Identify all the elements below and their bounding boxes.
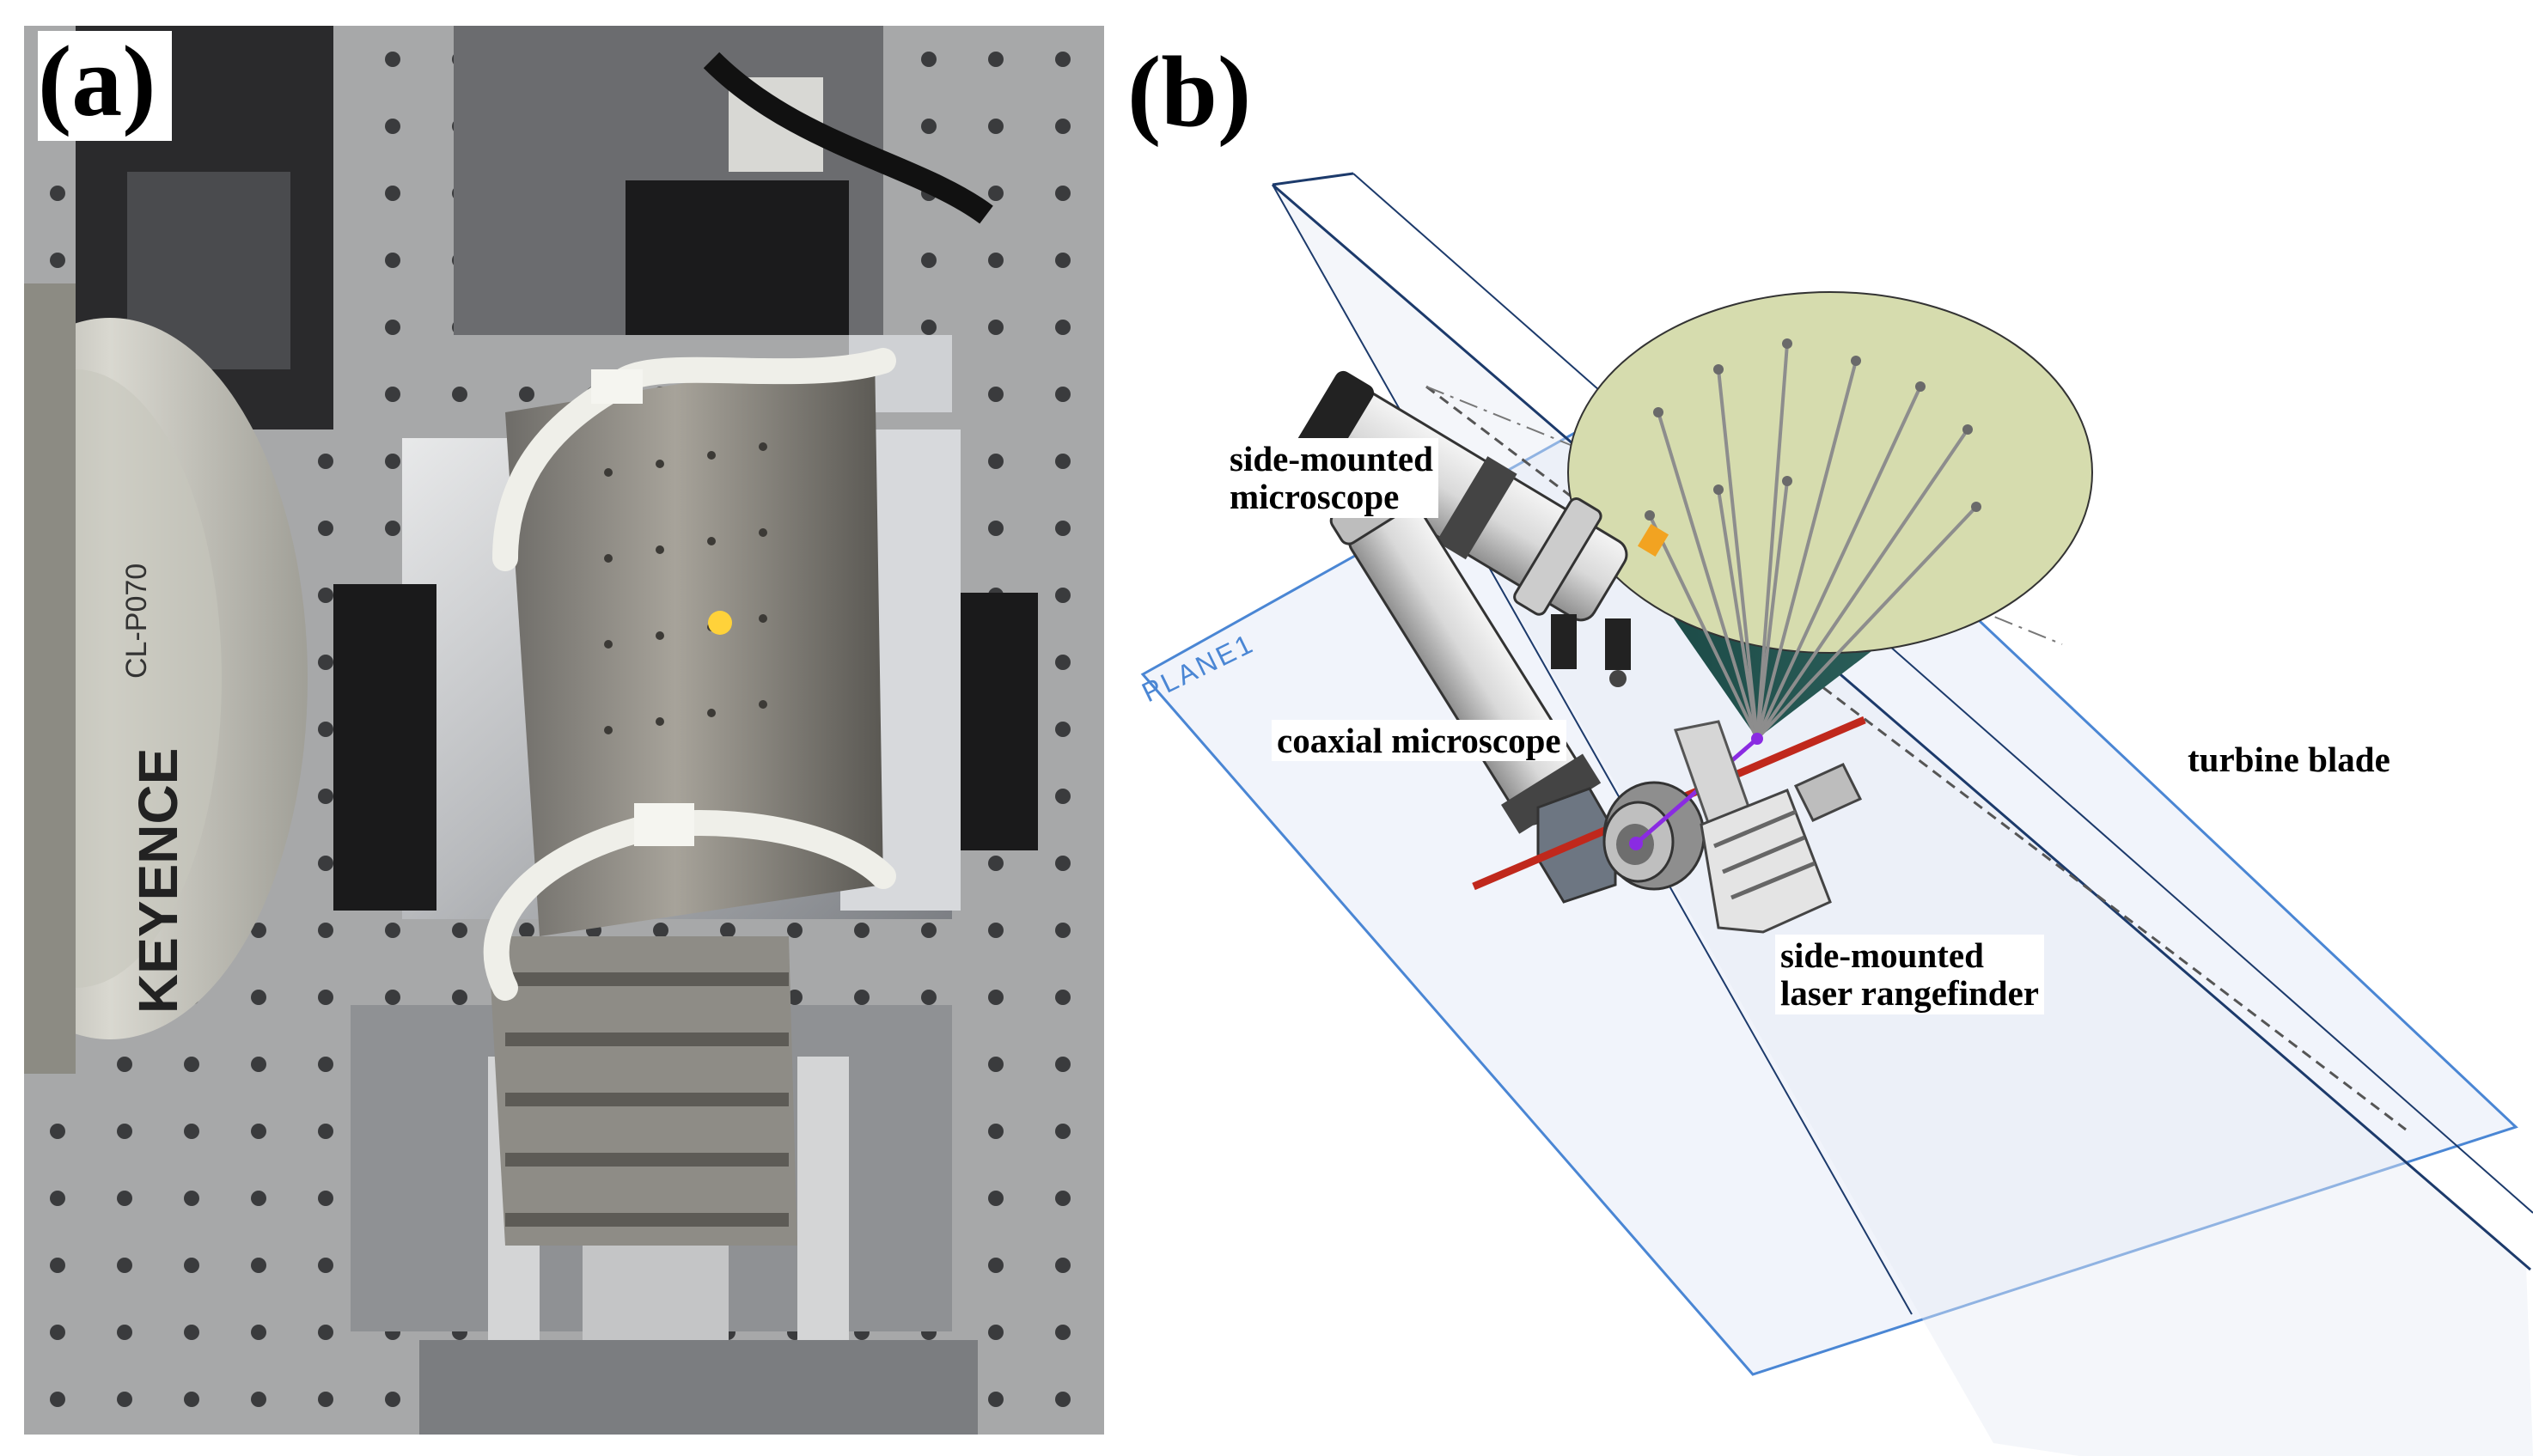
motor-stage-top xyxy=(76,26,993,429)
turbine-blade-model xyxy=(1674,720,1863,934)
cone-top-disk xyxy=(1567,291,2093,654)
sensor-model-text: CL-P070 xyxy=(120,564,153,679)
keyence-brand-text: KEYENCE xyxy=(127,748,189,1014)
callout-turbine-blade: turbine blade xyxy=(2182,739,2396,781)
panel-label-b: (b) xyxy=(1127,35,1252,148)
measurement-schematic: PLANE1 xyxy=(1137,172,2533,1456)
callout-side-rangefinder-line1: side-mounted xyxy=(1780,935,1984,975)
measurement-cone xyxy=(1567,291,2093,740)
turbine-blade-specimen xyxy=(488,352,883,1246)
callout-side-rangefinder: side-mounted laser rangefinder xyxy=(1775,935,2044,1014)
cable-tie-head-top xyxy=(591,369,643,404)
keyence-laser-sensor: KEYENCE CL-P070 xyxy=(24,283,308,1074)
vertical-plane-edge xyxy=(1272,183,2531,1271)
laser-spot xyxy=(708,611,732,635)
vertical-plane-edge-lower xyxy=(1272,184,1913,1315)
cable-tie-head-bottom xyxy=(634,803,694,846)
callout-coaxial-microscope: coaxial microscope xyxy=(1272,720,1566,762)
callout-side-microscope-line1: side-mounted xyxy=(1230,439,1433,478)
side-mounted-microscope xyxy=(1291,370,1669,687)
callout-side-rangefinder-line2: laser rangefinder xyxy=(1780,973,2039,1014)
callout-side-microscope-line2: microscope xyxy=(1230,477,1400,517)
callout-side-microscope: side-mounted microscope xyxy=(1224,438,1438,518)
panel-label-a: (a) xyxy=(38,31,172,141)
setup-photograph: KEYENCE CL-P070 xyxy=(24,26,1104,1435)
